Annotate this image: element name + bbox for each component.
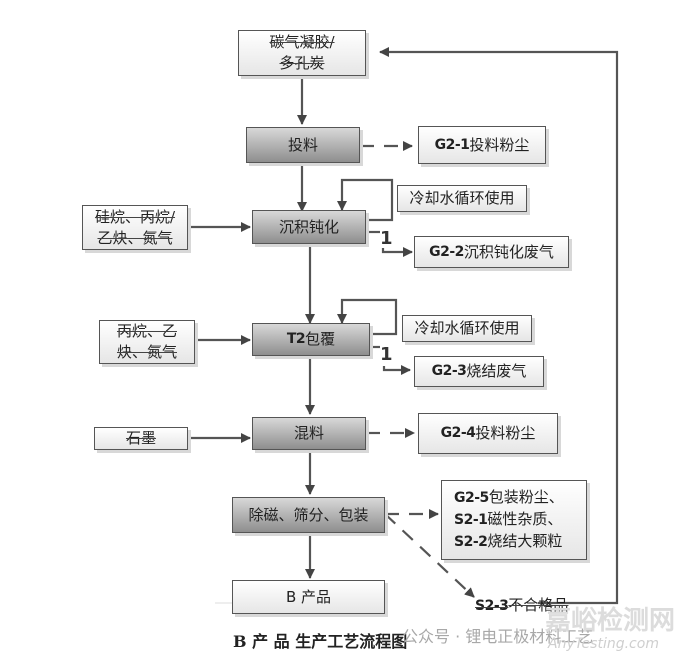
cooling-water-1: 冷却水循环使用 bbox=[397, 185, 527, 212]
watermark-url: AnyTesting.com bbox=[548, 636, 659, 652]
edge-label-1a: 1 bbox=[380, 228, 393, 249]
input3-label: 石墨 bbox=[125, 429, 156, 447]
s23-code: S2-3 bbox=[475, 598, 509, 614]
g25-text: 包装粉尘、 bbox=[488, 488, 564, 506]
input2-line1: 丙烷、乙 bbox=[116, 322, 177, 340]
edge-deposit-g22b bbox=[381, 247, 413, 257]
input-graphite: 石墨 bbox=[94, 427, 188, 450]
loop-coat bbox=[337, 298, 398, 336]
emission-s2-3: S2-3不合格品 bbox=[475, 594, 568, 615]
node-product: B 产品 bbox=[232, 580, 385, 614]
node-feed: 投料 bbox=[246, 127, 360, 163]
g23-text: 烧结废气 bbox=[466, 362, 527, 380]
edge-label-1b: 1 bbox=[380, 344, 393, 365]
raw-line1: 碳气凝胶/ bbox=[269, 33, 335, 51]
raw-line2: 多孔炭 bbox=[279, 54, 325, 72]
watermark-wechat: 公众号 · 锂电正极材料工艺 bbox=[402, 627, 594, 646]
g25-code: G2-5 bbox=[454, 490, 489, 506]
input-propane-mix: 丙烷、乙 炔、氮气 bbox=[99, 320, 195, 364]
s21-code: S2-1 bbox=[454, 512, 488, 528]
s23-text: 不合格品 bbox=[508, 596, 569, 614]
s21-text: 磁性杂质、 bbox=[487, 510, 563, 528]
coat-label: 包覆 bbox=[305, 330, 336, 348]
s22-code: S2-2 bbox=[454, 534, 488, 550]
edge-coat-g23b bbox=[382, 365, 411, 375]
loop-deposit bbox=[337, 178, 394, 222]
node-deposit: 沉积钝化 bbox=[252, 210, 366, 244]
emission-g2-5-s2-1-s2-2: G2-5包装粉尘、 S2-1磁性杂质、 S2-2烧结大颗粒 bbox=[441, 480, 587, 560]
g21-text: 投料粉尘 bbox=[469, 135, 530, 154]
edge-pack-s23 bbox=[384, 513, 475, 598]
node-mix: 混料 bbox=[252, 417, 366, 450]
watermark-site: 嘉峪检测网 bbox=[545, 606, 676, 636]
diagram-caption: B 产 品 生产工艺流程图 bbox=[233, 632, 408, 651]
coat-code: T2 bbox=[286, 331, 306, 347]
input2-line2: 炔、氮气 bbox=[116, 343, 177, 361]
g23-code: G2-3 bbox=[431, 363, 467, 379]
g24-text: 投料粉尘 bbox=[475, 424, 536, 442]
g24-code: G2-4 bbox=[440, 425, 476, 441]
g21-code: G2-1 bbox=[434, 136, 470, 153]
g22-text: 沉积钝化废气 bbox=[463, 242, 554, 261]
node-pack: 除磁、筛分、包装 bbox=[232, 497, 385, 533]
g22-code: G2-2 bbox=[429, 243, 464, 260]
cooling-water-2: 冷却水循环使用 bbox=[402, 315, 532, 342]
input-silane-mix: 硅烷、丙烷/ 乙炔、氮气 bbox=[82, 205, 188, 250]
input1-line2: 乙炔、氮气 bbox=[97, 228, 173, 247]
input1-line1: 硅烷、丙烷/ bbox=[94, 207, 176, 226]
s22-text: 烧结大颗粒 bbox=[487, 532, 563, 550]
edge-s23-raw bbox=[379, 47, 619, 605]
node-raw-material: 碳气凝胶/ 多孔炭 bbox=[238, 30, 366, 76]
